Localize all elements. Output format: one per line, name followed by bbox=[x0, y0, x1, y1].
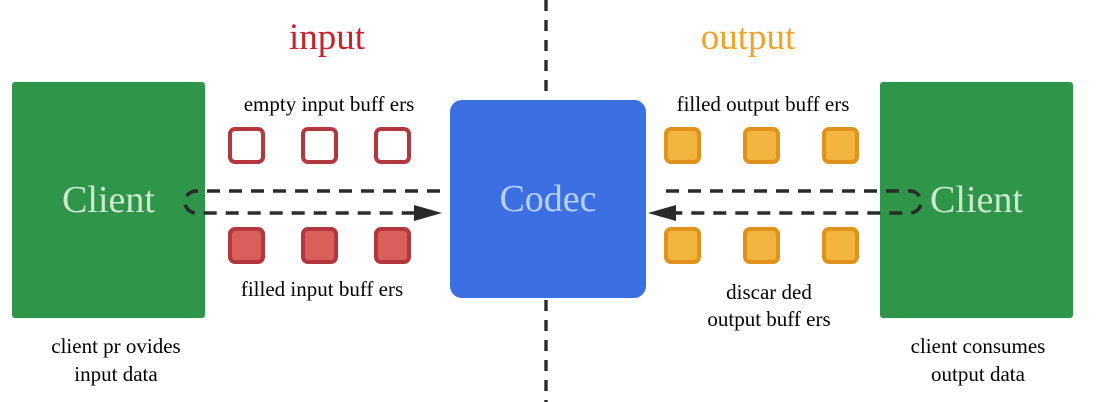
codec-label: Codec bbox=[499, 178, 597, 220]
client-left-caption-line1: client pr ovides bbox=[51, 334, 181, 358]
output-buffer-flow-arrow bbox=[648, 189, 923, 221]
filled-input-buffers-label: filled input buff ers bbox=[240, 277, 404, 301]
empty-input-buffer-square bbox=[301, 127, 338, 164]
discarded-output-buffers-label: discar ded output buff ers bbox=[659, 279, 879, 333]
empty-input-buffer-square bbox=[228, 127, 265, 164]
client-left-label: Client bbox=[62, 179, 155, 221]
client-left-caption: client pr ovides input data bbox=[16, 332, 216, 388]
discarded-output-buffer-square bbox=[822, 227, 859, 264]
filled-output-buffers-label: filled output buff ers bbox=[676, 92, 850, 116]
discarded-output-label-line2: output buff ers bbox=[707, 307, 831, 331]
empty-input-buffers-label: empty input buff ers bbox=[243, 92, 415, 116]
client-right-caption: client consumes output data bbox=[878, 332, 1078, 388]
client-right-caption-line1: client consumes bbox=[910, 334, 1046, 358]
discarded-output-buffers-row bbox=[664, 227, 859, 264]
filled-input-buffers-row bbox=[228, 227, 411, 264]
filled-output-buffers-row bbox=[664, 127, 859, 164]
client-right-caption-line2: output data bbox=[931, 362, 1025, 386]
output-arrow-dashed-path bbox=[666, 189, 923, 215]
client-box-right: Client bbox=[880, 82, 1073, 318]
filled-output-buffer-square bbox=[822, 127, 859, 164]
discarded-output-buffer-square bbox=[743, 227, 780, 264]
client-left-caption-line2: input data bbox=[74, 362, 158, 386]
output-section-title: output bbox=[700, 17, 796, 58]
client-box-left: Client bbox=[12, 82, 205, 318]
input-arrow-dashed-path bbox=[183, 189, 440, 215]
client-right-label: Client bbox=[930, 179, 1023, 221]
input-arrow-head bbox=[414, 205, 442, 221]
empty-input-buffer-square bbox=[374, 127, 411, 164]
input-section-title: input bbox=[288, 17, 366, 58]
filled-output-buffer-square bbox=[664, 127, 701, 164]
filled-input-buffer-square bbox=[228, 227, 265, 264]
filled-input-buffer-square bbox=[301, 227, 338, 264]
filled-input-buffer-square bbox=[374, 227, 411, 264]
input-buffer-flow-arrow bbox=[183, 189, 442, 221]
codec-box: Codec bbox=[450, 100, 646, 298]
filled-output-buffer-square bbox=[743, 127, 780, 164]
discarded-output-label-line1: discar ded bbox=[726, 280, 812, 304]
discarded-output-buffer-square bbox=[664, 227, 701, 264]
empty-input-buffers-row bbox=[228, 127, 411, 164]
output-arrow-head bbox=[648, 205, 676, 221]
